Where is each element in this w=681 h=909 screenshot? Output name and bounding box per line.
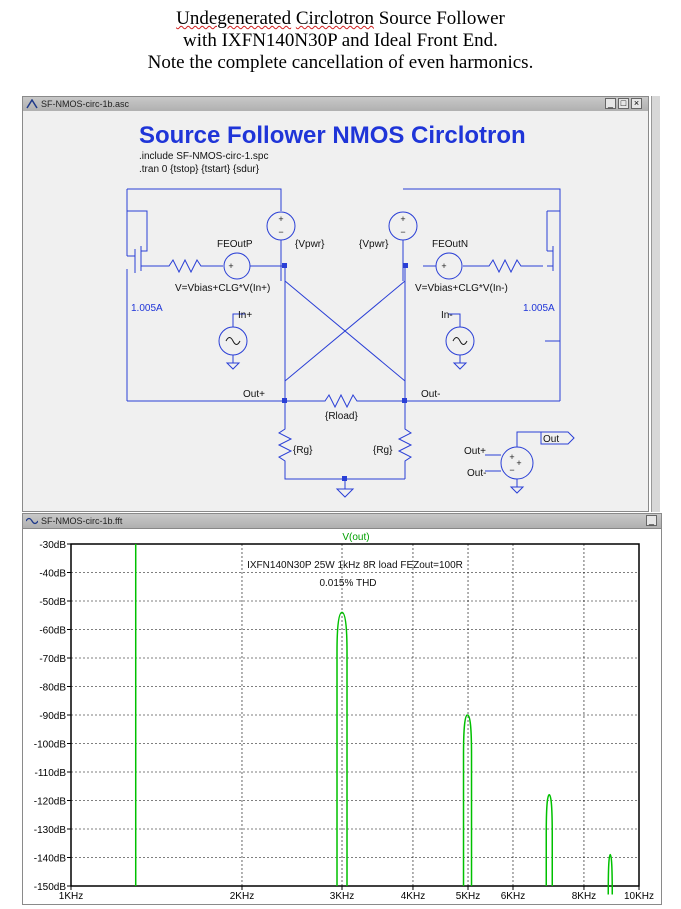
label-rg-right: {Rg} xyxy=(373,445,393,456)
x-tick-label: 6KHz xyxy=(501,891,525,902)
cross-wire-b xyxy=(284,266,406,382)
svg-text:+: + xyxy=(509,452,514,462)
close-button[interactable]: × xyxy=(631,98,642,109)
y-tick-label: -120dB xyxy=(34,797,67,808)
rg-right-resistor xyxy=(397,401,413,479)
x-tick-label: 8KHz xyxy=(572,891,596,902)
minimize-button[interactable]: _ xyxy=(605,98,616,109)
y-tick-label: -40dB xyxy=(39,569,66,580)
label-out-plus: Out+ xyxy=(243,389,265,400)
spectral-peak xyxy=(462,714,473,886)
y-tick-label: -60dB xyxy=(39,626,66,637)
trace-name-label: V(out) xyxy=(342,532,369,543)
label-current-right: 1.005A xyxy=(523,303,555,314)
y-tick-label: -150dB xyxy=(34,882,67,893)
label-rload: {Rload} xyxy=(325,411,358,422)
document-title: Undegenerated Circlotron Source Follower… xyxy=(0,8,681,74)
resistor-left-gate xyxy=(147,258,223,274)
title-word-circlotron: Circlotron xyxy=(295,8,374,29)
label-current-left: 1.005A xyxy=(131,303,163,314)
fft-window-title: SF-NMOS-circ-1b.fft xyxy=(41,516,123,526)
x-tick-label: 3KHz xyxy=(330,891,354,902)
label-expr-p: V=Vbias+CLG*V(In+) xyxy=(175,283,270,294)
feoutn-source xyxy=(435,252,463,280)
y-tick-label: -130dB xyxy=(34,825,67,836)
schematic-window-title: SF-NMOS-circ-1b.asc xyxy=(41,99,130,109)
schematic-canvas[interactable]: +− +− ++ +− + Source Follower NMOS Circl… xyxy=(23,111,648,511)
fft-titlebar[interactable]: SF-NMOS-circ-1b.fft _ xyxy=(23,514,661,529)
title-word-undegenerated: Undegenerated xyxy=(176,8,292,29)
label-in-plus: In+ xyxy=(238,310,252,321)
wire-top-left xyxy=(127,188,282,211)
label-rg-left: {Rg} xyxy=(293,445,313,456)
svg-text:+: + xyxy=(400,214,405,224)
y-tick-label: -80dB xyxy=(39,683,66,694)
label-feout-p: FEOutP xyxy=(217,239,253,250)
svg-text:+: + xyxy=(278,214,283,224)
plot-annotation-thd: 0.015% THD xyxy=(319,578,376,589)
title-rest: Source Follower xyxy=(378,8,505,29)
label-out-port: Out xyxy=(543,434,559,445)
x-tick-label: 10KHz xyxy=(624,891,654,902)
background-window-edge-top xyxy=(651,96,660,512)
label-diff-out-plus: Out+ xyxy=(464,446,486,457)
x-tick-label: 4KHz xyxy=(401,891,425,902)
spectral-peak xyxy=(545,794,553,886)
ltspice-app-icon xyxy=(26,99,38,109)
y-tick-label: -50dB xyxy=(39,597,66,608)
schematic-window[interactable]: SF-NMOS-circ-1b.asc _ □ × xyxy=(22,96,649,512)
rg-left-resistor xyxy=(277,401,405,480)
y-tick-label: -110dB xyxy=(34,768,66,779)
ground-symbol xyxy=(335,488,355,498)
svg-text:−: − xyxy=(278,227,283,237)
nmos-left xyxy=(126,189,148,401)
y-tick-label: -30dB xyxy=(39,540,66,551)
y-tick-label: -140dB xyxy=(34,854,67,865)
title-line-3: Note the complete cancellation of even h… xyxy=(147,52,534,73)
waveform-icon xyxy=(26,517,38,525)
spectral-peak xyxy=(607,853,614,895)
label-vpwr-left: {Vpwr} xyxy=(295,239,325,250)
title-line-2: with IXFN140N30P and Ideal Front End. xyxy=(183,30,498,51)
label-vpwr-right: {Vpwr} xyxy=(359,239,389,250)
label-in-minus: In- xyxy=(441,310,453,321)
maximize-button[interactable]: □ xyxy=(618,98,629,109)
directive-tran: .tran 0 {tstop} {tstart} {sdur} xyxy=(139,164,260,175)
label-expr-n: V=Vbias+CLG*V(In-) xyxy=(415,283,508,294)
x-tick-label: 5KHz xyxy=(456,891,480,902)
fft-minimize-button[interactable]: _ xyxy=(646,515,657,526)
nmos-right xyxy=(546,189,561,401)
plot-annotation-device: IXFN140N30P 25W 1kHz 8R load FEZout=100R xyxy=(247,560,463,571)
svg-text:+: + xyxy=(441,261,446,271)
y-tick-label: -70dB xyxy=(39,654,66,665)
spectral-peak xyxy=(336,611,348,886)
label-feout-n: FEOutN xyxy=(432,239,468,250)
svg-text:+: + xyxy=(516,458,521,468)
y-tick-label: -100dB xyxy=(34,740,67,751)
cross-wire-a xyxy=(284,266,406,382)
fft-window[interactable]: SF-NMOS-circ-1b.fft _ V(out) -30dB -40dB -… xyxy=(22,513,662,905)
x-tick-label: 2KHz xyxy=(230,891,254,902)
wire-top-right xyxy=(403,188,561,342)
schematic-titlebar[interactable]: SF-NMOS-circ-1b.asc _ □ × xyxy=(23,97,648,112)
rload-resistor xyxy=(285,393,405,409)
svg-text:−: − xyxy=(400,227,405,237)
schematic-heading: Source Follower NMOS Circlotron xyxy=(139,122,526,149)
out-port-flag xyxy=(540,431,575,445)
y-tick-label: -90dB xyxy=(39,711,66,722)
fft-plot[interactable]: V(out) -30dB -40dB -50dB -60dB -70dB -80dB -90… xyxy=(23,528,661,904)
directive-include: .include SF-NMOS-circ-1.spc xyxy=(139,151,268,162)
resistor-right-gate xyxy=(463,258,543,274)
svg-text:+: + xyxy=(228,261,233,271)
svg-text:−: − xyxy=(509,465,514,475)
label-out-minus: Out- xyxy=(421,389,440,400)
x-tick-label: 1KHz xyxy=(59,891,83,902)
label-diff-out-minus: Out- xyxy=(467,468,486,479)
